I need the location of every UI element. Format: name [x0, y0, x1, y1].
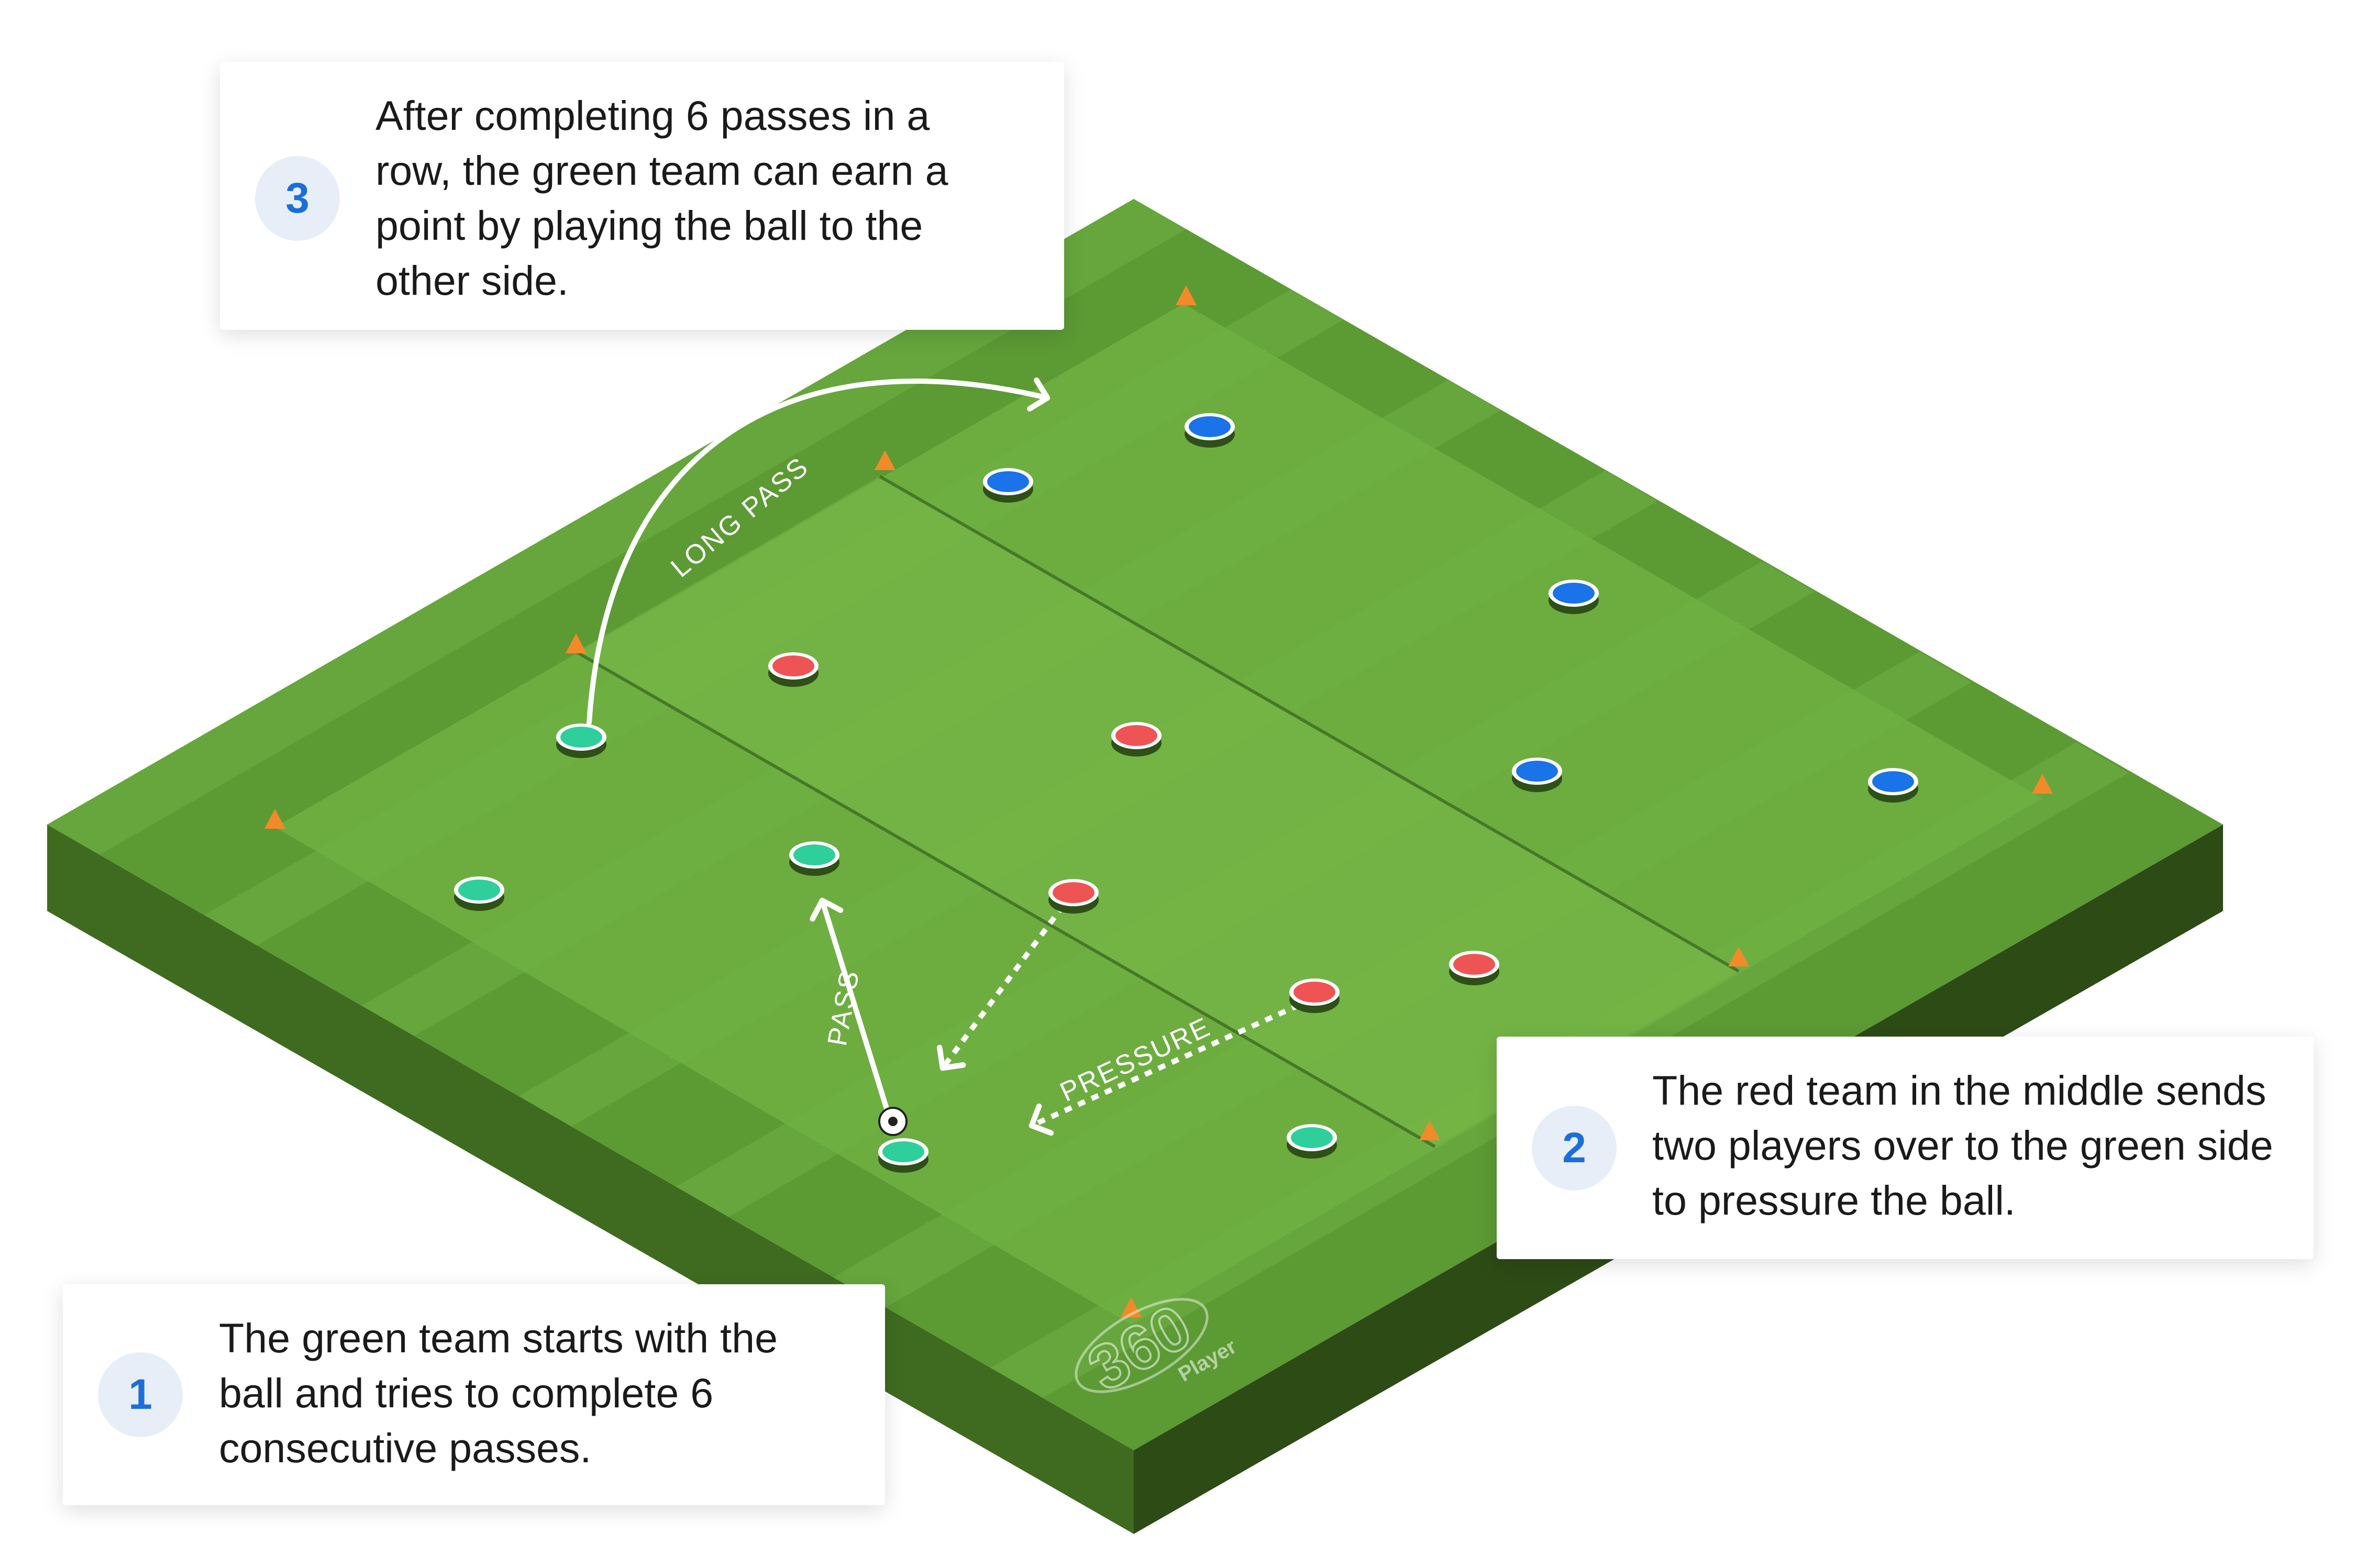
callout-number-badge: 2 [1532, 1106, 1617, 1191]
cone [2032, 774, 2053, 794]
cone [1728, 947, 1749, 966]
blue-player [1549, 580, 1599, 614]
cone [1176, 285, 1197, 305]
cone [1121, 1297, 1142, 1317]
cone [264, 809, 285, 829]
players [454, 413, 1918, 1173]
zone-line-left [575, 650, 1436, 1148]
green-player [789, 841, 839, 876]
middle-zone [576, 476, 1739, 1147]
blue-player [1185, 413, 1235, 448]
green-player [454, 876, 504, 911]
callout-1: 1 The green team starts with the ball an… [63, 1284, 885, 1505]
callout-2: 2 The red team in the middle sends two p… [1497, 1037, 2314, 1259]
callout-3: 3 After completing 6 passes in a row, th… [220, 62, 1064, 330]
cone [1419, 1120, 1440, 1140]
red-player [768, 652, 819, 687]
blue-player [1512, 758, 1562, 792]
green-player [556, 724, 606, 758]
zone-line-right [879, 475, 1740, 973]
pass-arrow [810, 897, 893, 1123]
ball [878, 1107, 908, 1136]
pressure-arrow-2 [1029, 1003, 1300, 1136]
callout-number-badge: 3 [255, 156, 340, 241]
callout-text: After completing 6 passes in a row, the … [375, 92, 948, 304]
cone [875, 450, 895, 470]
blue-player [1868, 768, 1918, 803]
cones [264, 285, 2053, 1317]
red-player [1289, 978, 1340, 1013]
long-pass-arrow [587, 377, 1051, 725]
red-player [1048, 879, 1099, 914]
callout-text: The green team starts with the ball and … [219, 1315, 778, 1471]
callout-text: The red team in the middle sends two pla… [1652, 1067, 2273, 1224]
callout-number-badge: 1 [98, 1352, 183, 1437]
red-player [1449, 951, 1499, 985]
green-player [1287, 1124, 1337, 1159]
green-player [878, 1138, 928, 1173]
blue-player [983, 468, 1033, 503]
red-player [1111, 722, 1162, 757]
cone [566, 633, 587, 653]
pressure-arrow-1 [936, 904, 1066, 1071]
